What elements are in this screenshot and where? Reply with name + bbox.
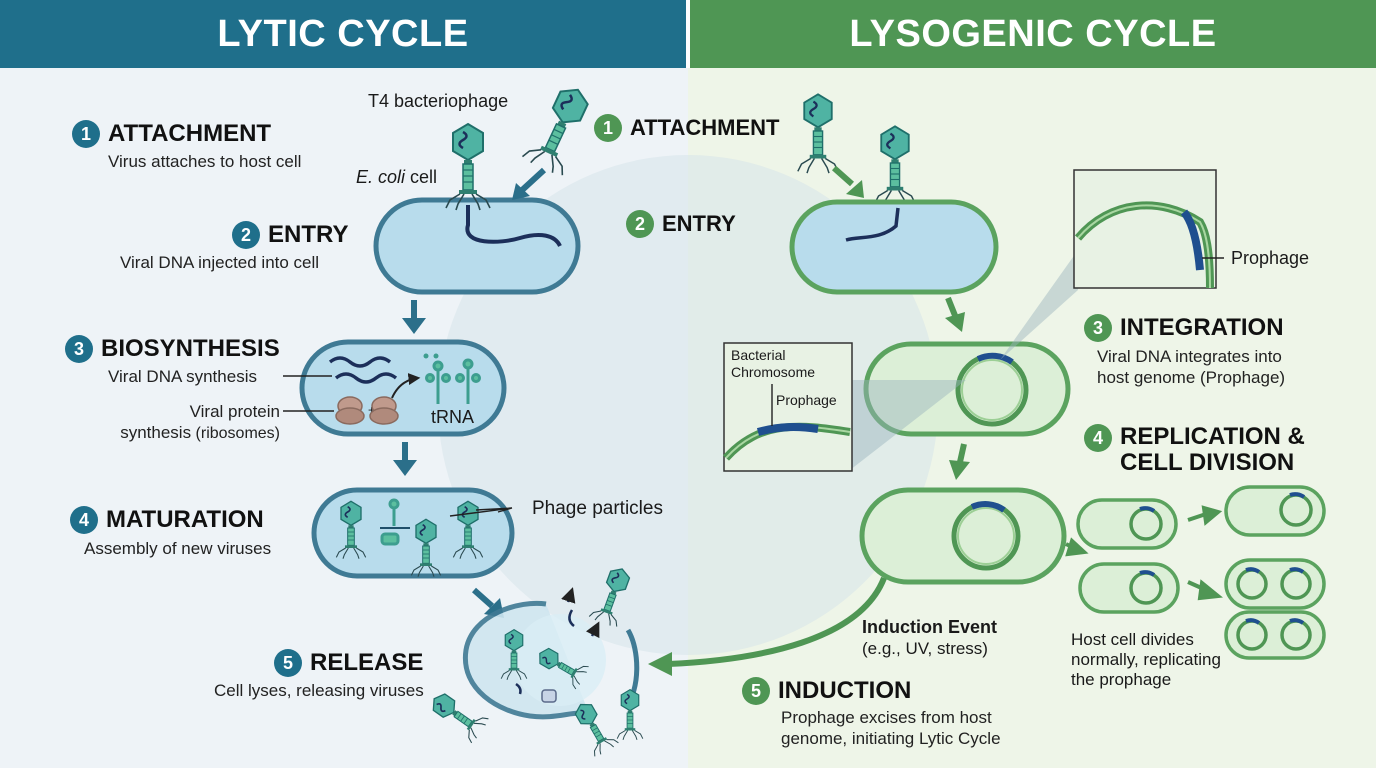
division-note-line: Host cell divides [1071,630,1194,649]
lyso-arrow-2-3 [945,296,965,332]
step-number-badge: 1 [594,114,622,142]
protein-label-small: (ribosomes) [191,425,280,442]
step-title: BIOSYNTHESIS [101,335,280,362]
ecoli-label-rest: cell [405,167,438,187]
desc-line: Assembly of new viruses [84,539,272,558]
step-title: MATURATION [106,506,264,533]
division-note-line: the prophage [1071,670,1172,689]
header-divider [686,0,690,68]
step-title-line-2: CELL DIVISION [1120,449,1295,476]
release-debris [515,609,575,703]
lytic-step-3: 3 BIOSYNTHESIS [65,335,280,363]
lytic-step-1: 1 ATTACHMENT [72,120,271,148]
lytic-step-5: 5 RELEASE [274,649,423,677]
lytic-maturation-cell [311,487,515,579]
desc-line: host genome (Prophage) [1097,368,1286,387]
ecoli-label-italic: E. coli [356,167,406,187]
protein-synthesis-label: Viral protein synthesis (ribosomes) [100,401,280,444]
step-title: REPLICATION & CELL DIVISION [1120,424,1305,476]
lytic-arrow-2-3 [402,300,426,334]
step-title-line-1: REPLICATION & [1120,423,1305,450]
particles-leaders [449,507,513,517]
lyso-arrow-3-4 [949,443,970,480]
desc-line: genome, initiating Lytic Cycle [781,729,1001,748]
lysogenic-header: LYSOGENIC CYCLE [690,0,1376,68]
lyso-step-4: 4 REPLICATION & CELL DIVISION [1084,424,1305,476]
prophage-label: Prophage [1231,248,1310,268]
step-number-badge: 4 [70,506,98,534]
svg-text:+: + [368,403,375,417]
lytic-attach-arrow [517,167,547,195]
chromosome-zoom-cone [850,380,966,470]
induction-arrow [667,576,887,667]
protein-label-main: synthesis [120,423,192,442]
induction-examples-label: (e.g., UV, stress) [862,639,988,658]
lytic-step-4: 4 MATURATION [70,506,264,534]
step-title: ENTRY [662,211,736,236]
inset-prophage-label: Prophage [776,392,837,408]
trna-label: tRNA [431,407,475,427]
step-number-badge: 3 [65,335,93,363]
lytic-biosynthesis-cell: + [299,339,507,437]
maturation-parts [380,498,410,546]
desc-line: Viral DNA synthesis [108,367,257,386]
ecoli-label: E. coli cell [356,167,437,188]
protein-label-line-2: synthesis (ribosomes) [100,422,280,444]
lyso-replication-cell [859,487,1067,585]
step-number-badge: 3 [1084,314,1112,342]
desc-line: Cell lyses, releasing viruses [214,681,424,700]
step-number-badge: 2 [626,210,654,238]
division-note: Host cell divides normally, replicating … [1071,630,1221,690]
lyso-step-3: 3 INTEGRATION [1084,314,1284,342]
chromosome-inset [723,342,853,472]
lytic-step-2: 2 ENTRY [232,221,348,249]
protein-label-line-1: Viral protein [189,402,280,421]
lytic-arrow-3-4 [393,442,417,476]
prophage-inset [1073,169,1224,289]
lyso-step-2: 2 ENTRY [626,210,736,238]
step-number-badge: 4 [1084,424,1112,452]
prophage-zoom-cone [1000,250,1078,360]
lyso-step-3-desc: Viral DNA integrates into host genome (P… [1097,346,1285,388]
step-number-badge: 1 [72,120,100,148]
lyso-entry-cell [789,199,999,295]
chromosome-label-line-2: Chromosome [731,364,816,380]
lytic-step-5-desc: Cell lyses, releasing viruses [214,680,424,701]
desc-line: Viral DNA injected into cell [120,253,320,272]
step-number-badge: 5 [274,649,302,677]
lytic-step-3-desc: Viral DNA synthesis [108,366,257,387]
step-title: INDUCTION [778,677,912,704]
lytic-release-cell [462,600,640,720]
lyso-step-5-desc: Prophage excises from host genome, initi… [781,707,1001,749]
lyso-step-1: 1 ATTACHMENT [594,114,780,142]
phage-particles-label: Phage particles [532,498,663,519]
chromosome-label: Bacterial Chromosome [731,347,815,381]
lyso-integration-cell [863,341,1071,437]
step-title: ATTACHMENT [108,120,272,147]
division-arrows [1065,505,1223,601]
lyso-attach-arrow [832,165,864,198]
step-title: ENTRY [268,221,349,248]
desc-line: Prophage excises from host [781,708,992,727]
division-prophage-marks [1139,492,1306,625]
desc-line: Virus attaches to host cell [108,152,302,171]
step-title: INTEGRATION [1120,314,1284,341]
lytic-step-1-desc: Virus attaches to host cell [108,151,301,172]
lytic-entry-cell [373,197,581,295]
step-number-badge: 5 [742,677,770,705]
induction-event-label: Induction Event [862,617,997,637]
lyso-step-5: 5 INDUCTION [742,677,911,705]
division-note-line: normally, replicating [1071,650,1221,669]
step-title: RELEASE [310,649,424,676]
step-title: ATTACHMENT [630,115,780,140]
phage-label: T4 bacteriophage [368,91,509,111]
desc-line: Viral DNA integrates into [1097,347,1282,366]
lytic-step-4-desc: Assembly of new viruses [84,538,271,559]
step-number-badge: 2 [232,221,260,249]
lytic-header: LYTIC CYCLE [0,0,686,68]
chromosome-label-line-1: Bacterial [731,347,786,363]
lytic-step-2-desc: Viral DNA injected into cell [120,252,319,273]
